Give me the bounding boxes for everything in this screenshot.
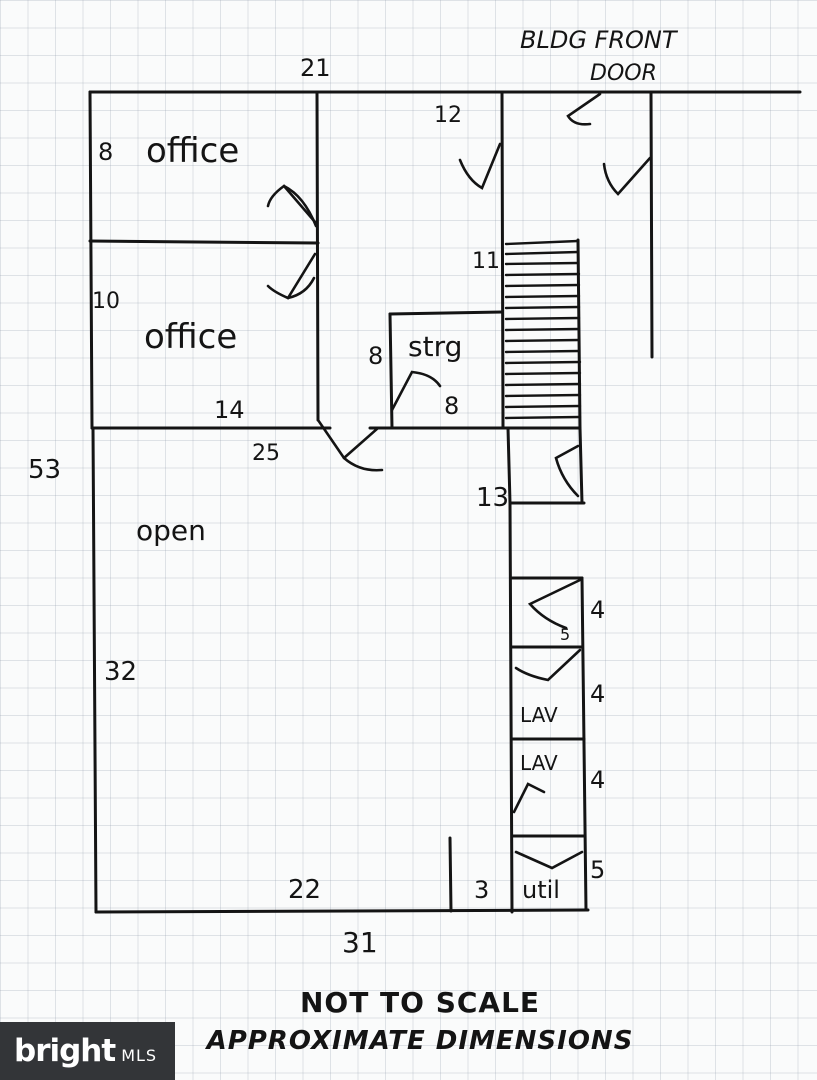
room-label-lav2: LAV	[520, 751, 558, 775]
approximate-dimensions-note: APPROXIMATE DIMENSIONS	[206, 1026, 634, 1056]
stair-tread	[504, 316, 581, 321]
dim-office-top-depth: 8	[98, 138, 113, 166]
lav1-door-swing	[514, 648, 582, 682]
room-label-office-top: office	[146, 131, 239, 171]
dim-hall-span: 25	[252, 441, 280, 466]
stair-tread	[504, 294, 581, 299]
not-to-scale-note: NOT TO SCALE	[299, 986, 541, 1019]
lav2-door-swing	[512, 782, 546, 814]
header-line2: DOOR	[590, 61, 657, 86]
front-door-swing	[566, 92, 602, 126]
dim-strg-depth: 8	[368, 342, 383, 370]
room-label-office-mid: office	[144, 317, 237, 357]
stair-tread	[504, 272, 581, 277]
dim-office-mid-depth: 10	[92, 289, 120, 314]
dim-overall-depth: 53	[28, 455, 61, 485]
doors	[266, 92, 652, 870]
office-mid-door-leaf	[286, 276, 316, 300]
dim-strg-width: 8	[444, 392, 459, 420]
stair-tread	[504, 305, 581, 310]
watermark-brand: bright	[14, 1033, 116, 1069]
dim-closet-door: 5	[560, 625, 570, 644]
stair-tread	[504, 382, 582, 387]
room-label-open: open	[136, 514, 206, 547]
entry-right-wall	[649, 90, 654, 359]
stair-tread	[504, 261, 580, 266]
stair-tread	[504, 371, 582, 376]
office-top-door-leaf	[282, 184, 318, 228]
entry-door-swing	[602, 156, 652, 196]
closet-door-swing	[527, 578, 582, 630]
room-label-storage: strg	[408, 330, 462, 363]
watermark-suffix: MLS	[121, 1045, 158, 1065]
dim-closet: 4	[590, 596, 605, 624]
stair-rail-right	[576, 238, 582, 430]
stair-tread	[504, 327, 581, 332]
left-wall-open	[91, 426, 98, 914]
walls	[88, 90, 802, 914]
dim-top-width: 21	[300, 54, 331, 82]
lav-stack-right-wall	[580, 576, 588, 912]
dim-open-depth: 32	[104, 657, 137, 687]
landing-left-wall	[506, 426, 512, 505]
stair-tread	[504, 250, 580, 256]
util-partition-wall	[448, 836, 453, 913]
stair-tread	[504, 393, 582, 398]
dim-lav-2: 4	[590, 766, 605, 794]
corridor-right-wall	[500, 90, 505, 430]
dim-corridor-width: 12	[434, 103, 462, 128]
dim-stair-landing: 13	[476, 483, 509, 513]
left-wall-offices	[88, 90, 94, 430]
bright-mls-watermark: bright MLS	[0, 1022, 175, 1080]
office-divider-wall	[88, 239, 320, 245]
stair-tread	[504, 404, 582, 409]
dim-util-gap: 3	[474, 876, 489, 904]
corridor-door-swing	[458, 142, 502, 190]
open-right-wall	[508, 501, 514, 914]
storage-top-wall	[388, 310, 504, 316]
dim-lav-1: 4	[590, 680, 605, 708]
stair-tread	[504, 338, 581, 343]
labels: BLDG FRONT DOOR office office strg open …	[28, 26, 679, 959]
header-line1: BLDG FRONT	[520, 26, 679, 54]
office-partition-wall	[315, 90, 320, 422]
room-label-lav1: LAV	[520, 703, 558, 727]
stair-tread	[504, 349, 581, 354]
landing-right-wall	[578, 426, 584, 505]
stair-tread	[504, 239, 580, 246]
office-mid-door-swing	[266, 252, 317, 300]
stair-tread	[504, 283, 581, 288]
storage-door-swing	[390, 370, 442, 412]
util-door-swing	[514, 850, 584, 870]
open-door-leaf	[342, 426, 394, 460]
stair-tread	[504, 360, 582, 365]
dim-stair: 11	[472, 249, 500, 274]
room-label-utility: util	[522, 876, 560, 904]
staircase	[504, 238, 582, 430]
stair-tread	[504, 415, 582, 420]
bottom-wall	[94, 908, 590, 914]
dim-util: 5	[590, 856, 605, 884]
dim-bottom-width: 31	[342, 926, 378, 959]
landing-door-swing	[554, 444, 580, 498]
dim-open-width: 22	[288, 875, 321, 905]
dim-office-mid-width: 14	[214, 396, 245, 424]
